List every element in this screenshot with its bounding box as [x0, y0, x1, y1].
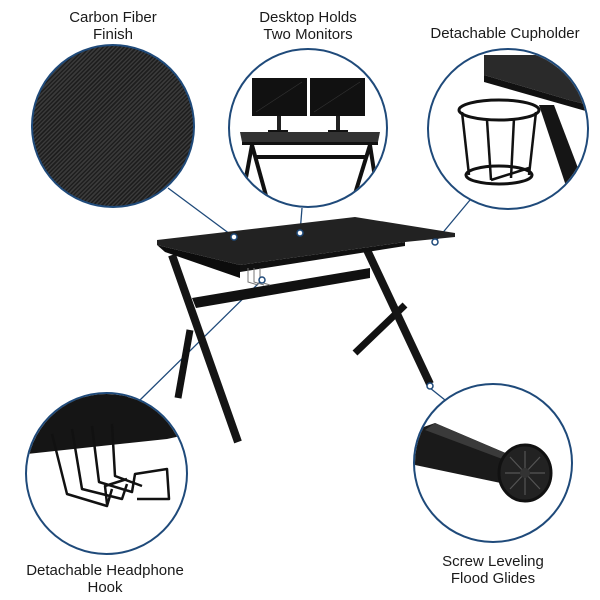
carbon-fiber-detail [31, 44, 195, 208]
label-line: Flood Glides [450, 570, 536, 587]
label-two-monitors: Desktop Holds Two Monitors [228, 9, 388, 43]
label-carbon-fiber: Carbon Fiber Finish [33, 9, 193, 43]
two-monitors-detail [228, 48, 388, 208]
headphone-hook-illustration [27, 394, 186, 508]
cupholder-detail [427, 48, 589, 210]
headphone-hook-detail [25, 392, 188, 555]
label-line: Finish [92, 26, 133, 43]
callout-dots [230, 229, 439, 390]
label-line: Hook [87, 579, 123, 596]
label-cupholder: Detachable Cupholder [410, 25, 600, 42]
cupholder-illustration [457, 55, 587, 208]
label-line: Two Monitors [263, 26, 353, 43]
label-line: Screw Leveling [442, 553, 544, 570]
label-line: Detachable Headphone [26, 562, 184, 579]
label-headphone-hook: Detachable Headphone Hook [5, 562, 205, 596]
label-line: Carbon Fiber [69, 9, 157, 26]
label-line: Detachable Cupholder [430, 25, 580, 42]
floor-glide-illustration [415, 423, 553, 503]
label-line: Desktop Holds [259, 9, 357, 26]
floor-glides-detail [413, 383, 573, 543]
monitors-illustration [238, 78, 382, 206]
label-floor-glides: Screw Leveling Flood Glides [413, 553, 573, 587]
